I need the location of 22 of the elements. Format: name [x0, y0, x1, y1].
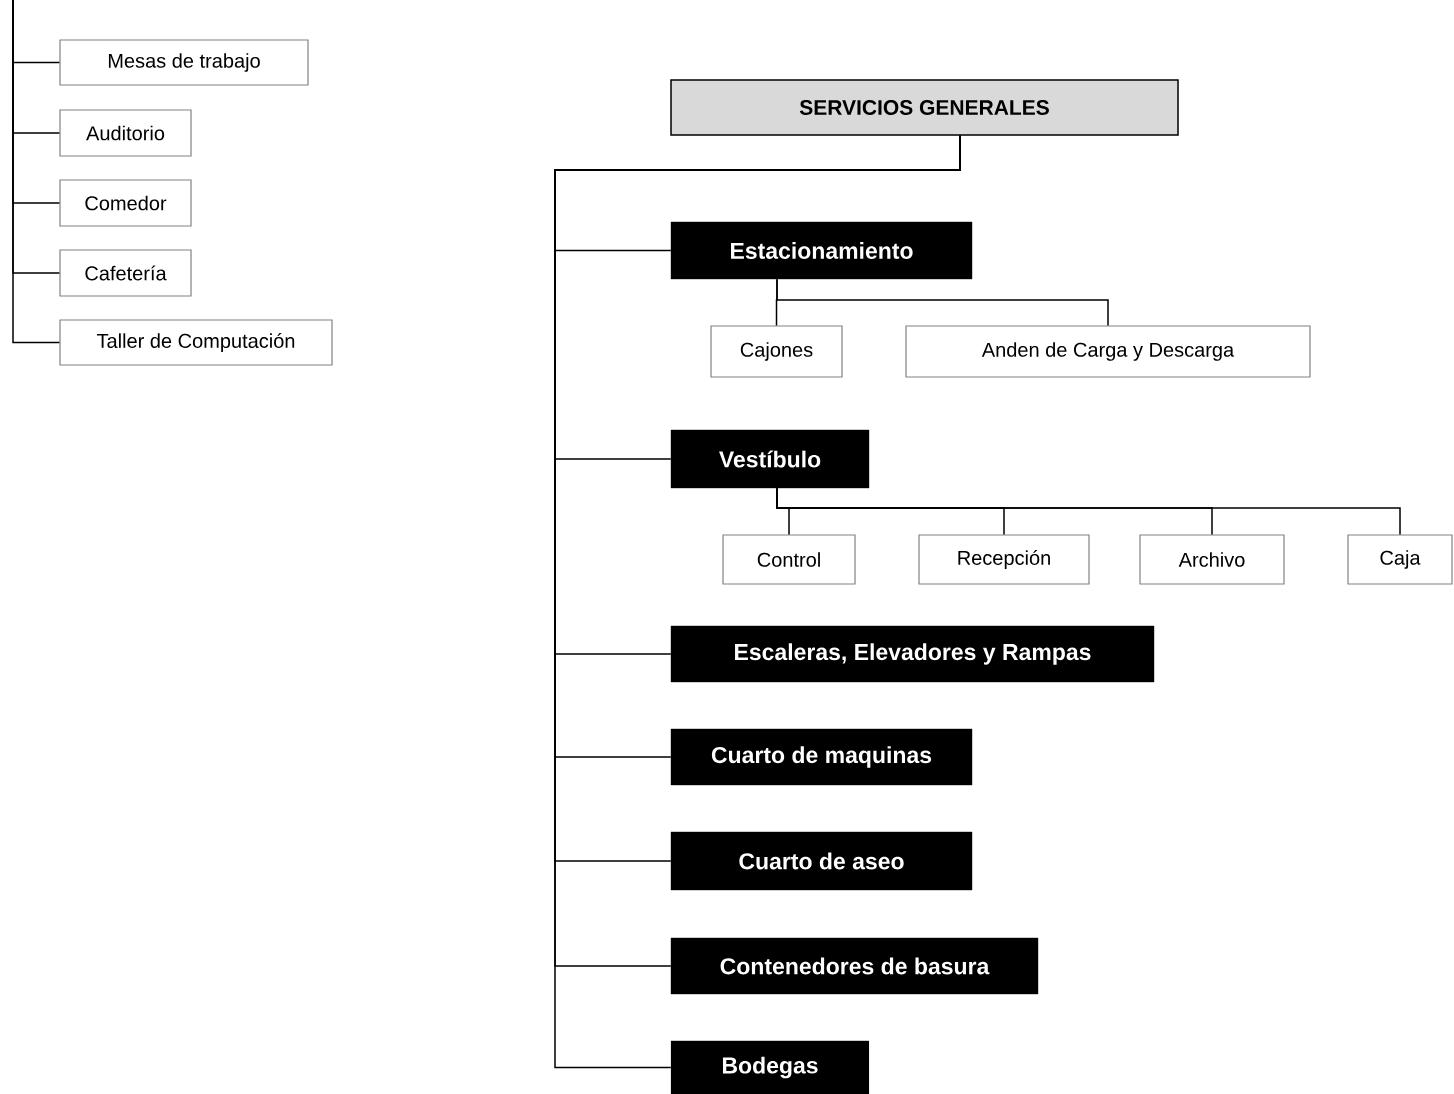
category-box: Cuarto de maquinas [670, 728, 973, 786]
category-box: Bodegas [670, 1040, 870, 1094]
category-box: Estacionamiento [670, 221, 973, 280]
connector-line [776, 278, 1109, 327]
category-box: Vestíbulo [670, 429, 870, 489]
box: Cafetería [59, 249, 192, 297]
box: Taller de Computación [59, 319, 333, 366]
box: Cajones [710, 325, 843, 378]
category-box: Cuarto de aseo [670, 831, 973, 891]
box: Recepción [918, 534, 1090, 585]
box: Archivo [1139, 534, 1285, 585]
header-box: SERVICIOS GENERALES [670, 79, 1179, 136]
box: Caja [1347, 534, 1453, 585]
category-box: Escaleras, Elevadores y Rampas [670, 625, 1155, 683]
box: Control [722, 534, 856, 585]
box: Comedor [59, 179, 192, 227]
connector-line [12, 0, 61, 344]
box: Mesas de trabajo [59, 39, 309, 86]
box: Anden de Carga y Descarga [905, 325, 1311, 378]
category-box: Contenedores de basura [670, 937, 1039, 995]
box: Auditorio [59, 109, 192, 157]
connector-line [776, 487, 1401, 536]
